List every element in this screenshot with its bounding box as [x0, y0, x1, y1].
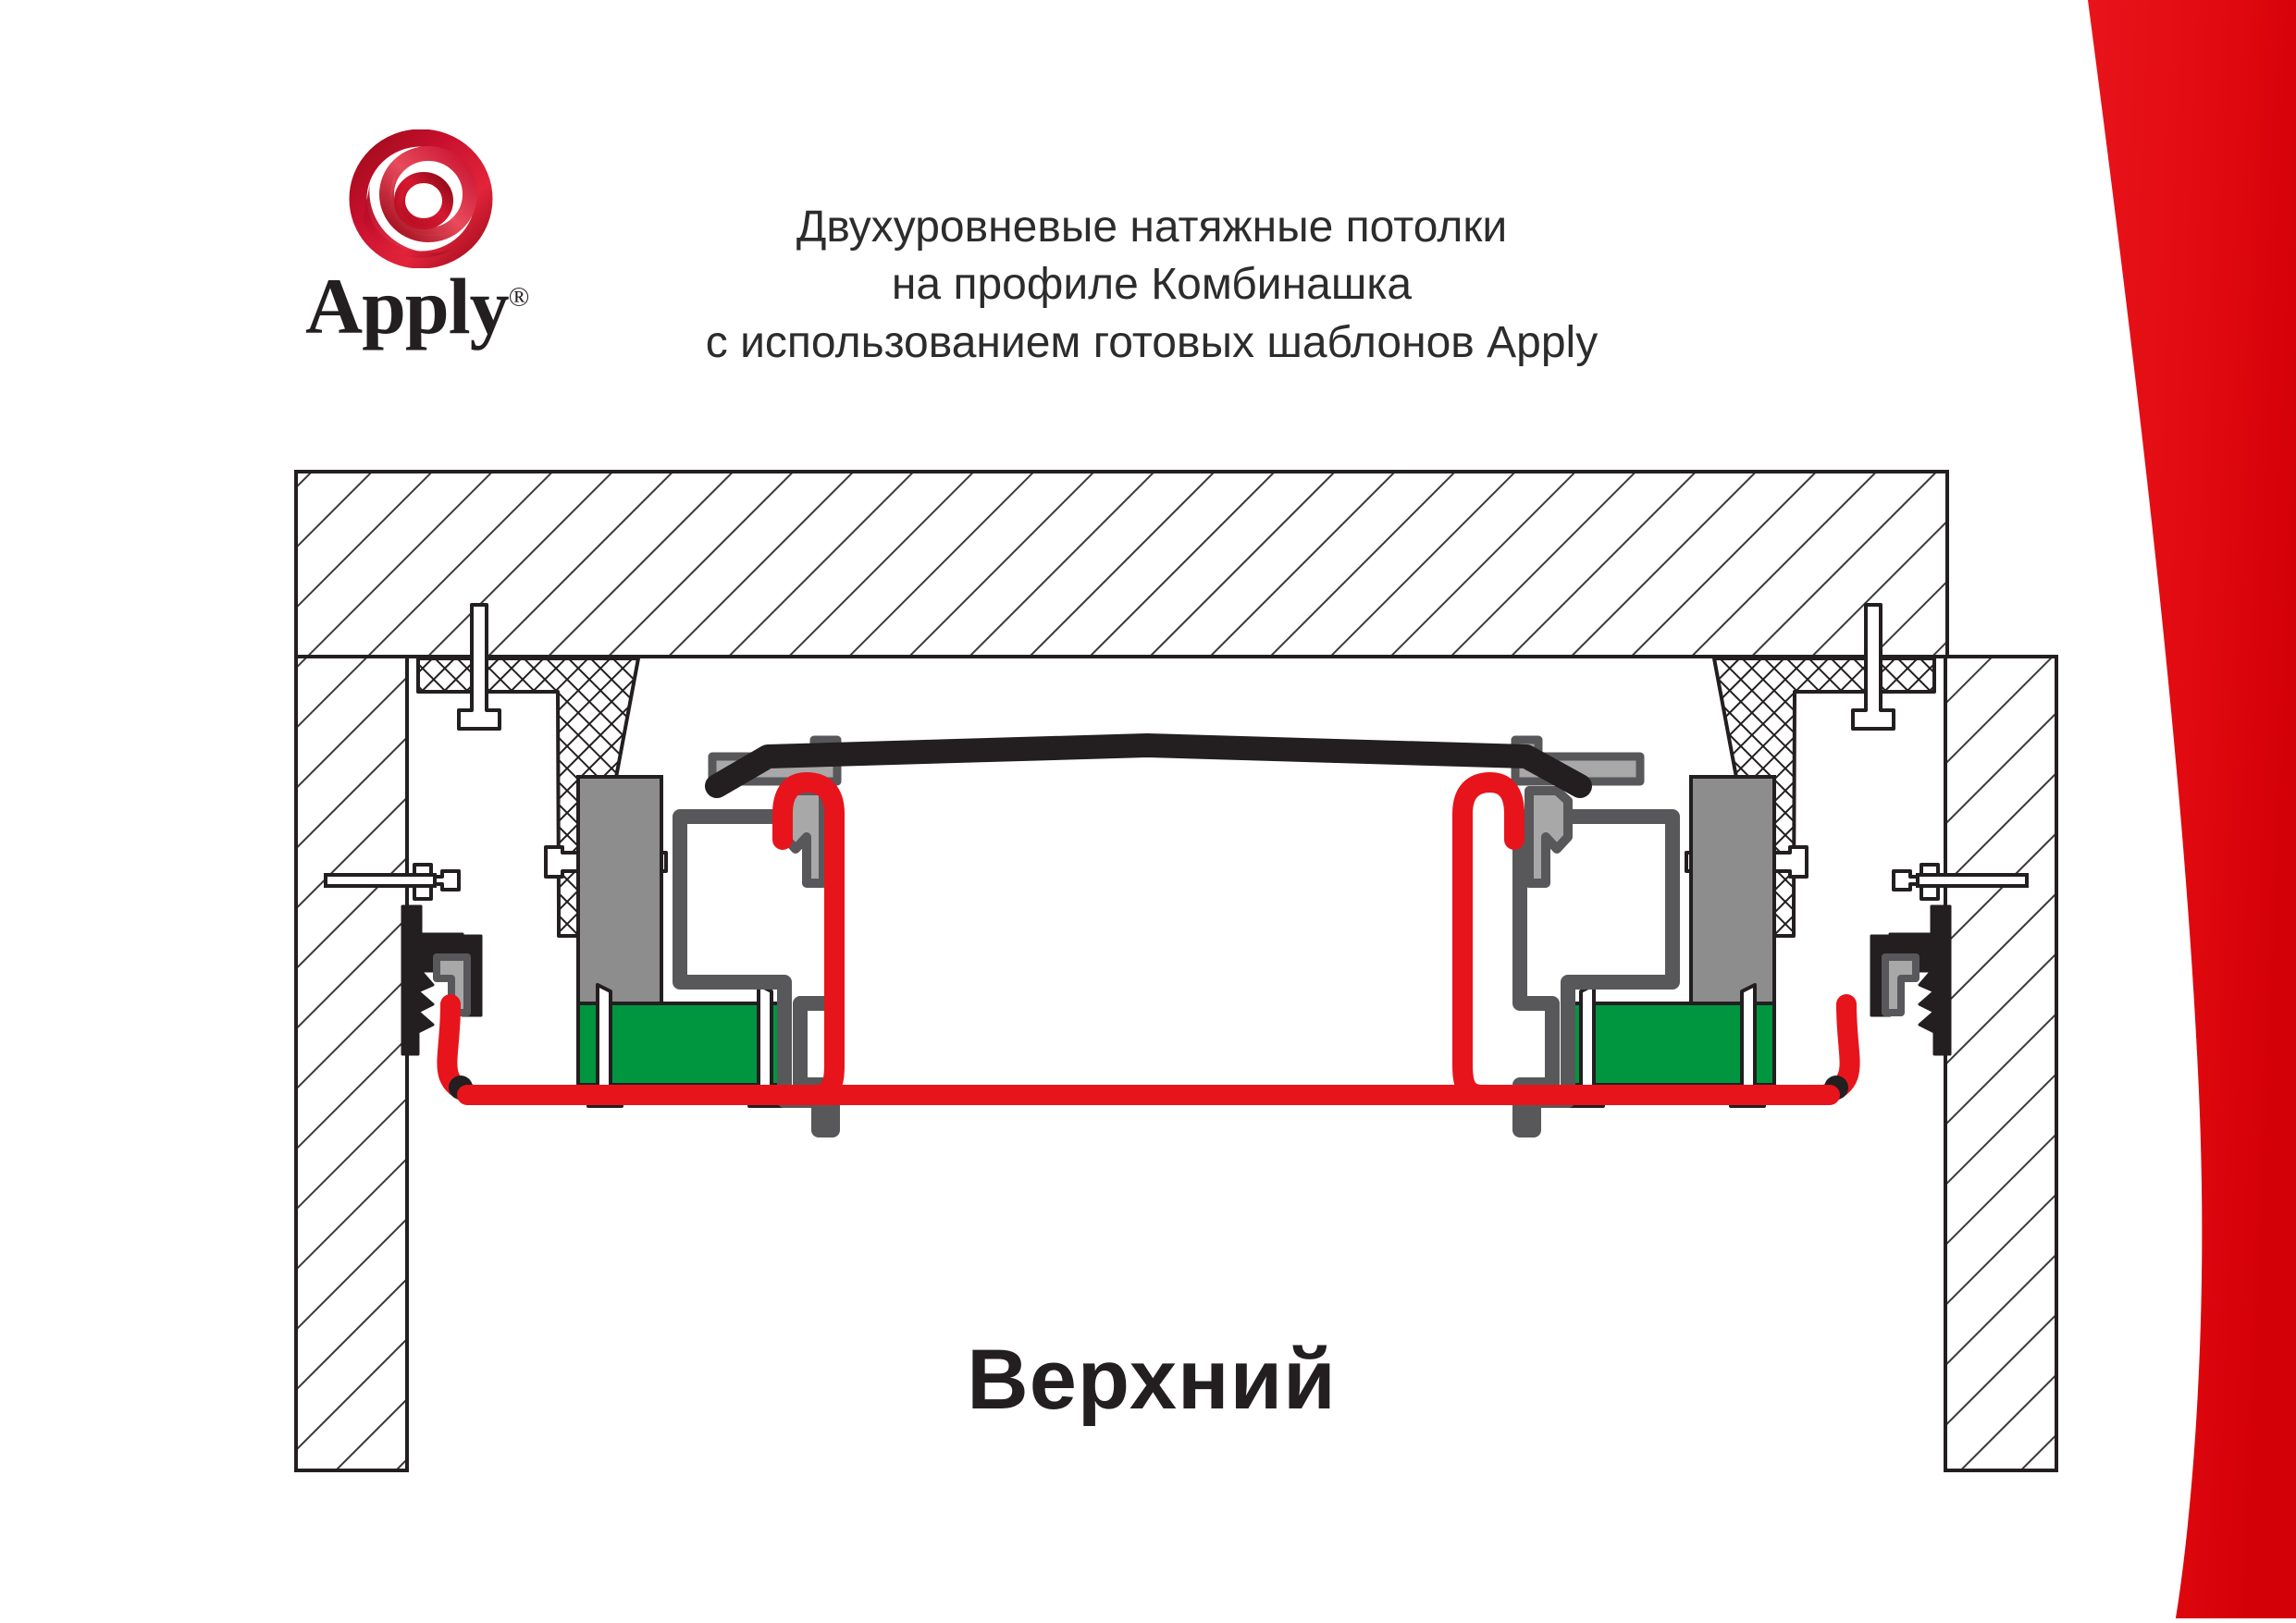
page-title: Двухуровневые натяжные потолки на профил… [648, 199, 1656, 372]
upper-level-membrane [705, 733, 1592, 798]
registered-trademark-icon: ® [508, 281, 530, 313]
diagram-caption: Верхний [967, 1333, 1337, 1427]
ceiling-slab [294, 470, 1949, 658]
left-wall [294, 655, 409, 1472]
right-wall [1944, 655, 2058, 1472]
brand-name: Apply [305, 262, 510, 350]
left-bracket-anchor-screw [457, 603, 501, 731]
apply-spiral-rings-logo-icon [342, 129, 500, 269]
right-vertical-profile [1689, 775, 1776, 1005]
right-wall-profile [1870, 863, 2029, 1056]
title-line-3: с использованием готовых шаблонов Apply [705, 317, 1599, 367]
brand-wordmark: Apply® [305, 266, 574, 346]
right-kombinashka-profile [1511, 735, 1680, 1137]
header: Apply® Двухуровневые натяжные потолки на… [0, 0, 1850, 435]
brand-logo: Apply® [305, 129, 574, 370]
left-wall-profile [324, 863, 483, 1056]
title-line-1: Двухуровневые натяжные потолки [796, 203, 1508, 252]
title-line-2: на профиле Комбинашка [891, 260, 1413, 310]
right-bracket-anchor-screw [1851, 603, 1895, 731]
left-vertical-profile [576, 775, 663, 1005]
